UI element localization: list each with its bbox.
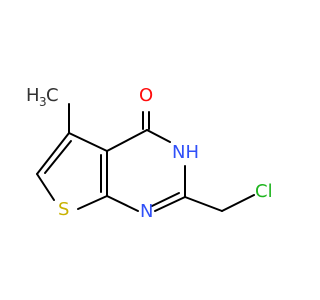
structure-svg: H 3 C O NH N S Cl [26,85,273,222]
sulfur-label: S [58,199,69,220]
bond-c2-n1-double [151,192,180,207]
bond-s-c6 [36,173,55,201]
bond-c5-c4a [68,132,108,152]
bond-n1-c7a [106,195,139,212]
molecule-diagram: H 3 C O NH N S Cl [26,85,273,222]
bond-c7a-s [77,195,108,210]
bond-c4-n3 [146,129,171,143]
bond-c6-c5 [36,132,70,175]
bond-c2-n1 [154,196,186,212]
methyl-c-label: C [46,85,59,106]
bond-ch2-cl [221,194,255,212]
chlorine-label: Cl [255,181,273,202]
bond-c4a-c4 [106,129,148,152]
bond-c6-c5-inner [44,140,72,174]
nh-label: NH [172,142,199,163]
methyl-h-label: H [26,85,40,106]
methyl-subscript: 3 [39,95,47,109]
bond-c2-ch2 [184,196,223,212]
oxygen-label: O [139,85,153,106]
n-label: N [140,201,153,222]
